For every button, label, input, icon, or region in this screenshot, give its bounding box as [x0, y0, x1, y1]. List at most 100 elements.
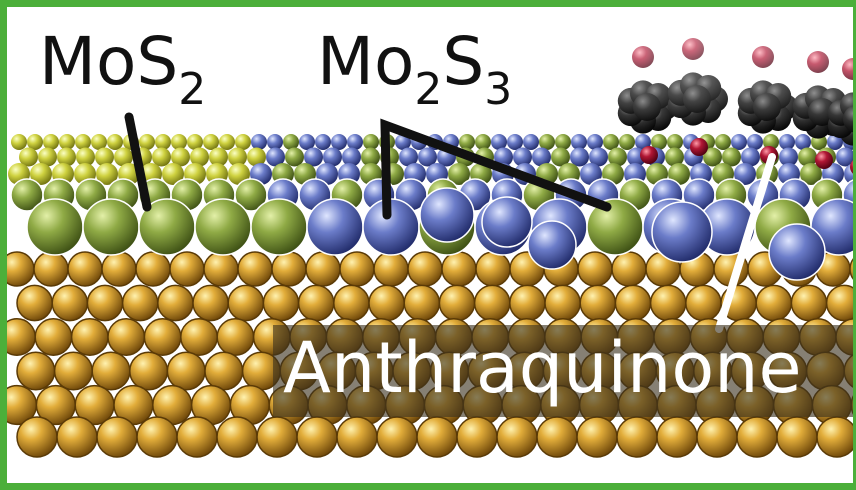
oxygen-atom: [850, 160, 853, 174]
surface-atom: [267, 134, 283, 150]
surface-atom: [107, 134, 123, 150]
surface-atom: [570, 147, 589, 167]
gold-atom: [373, 251, 409, 287]
mos2-label: MoS2: [39, 23, 207, 115]
anthraquinone-leader-line: [715, 153, 776, 333]
gold-atom: [56, 416, 98, 458]
gold-atom: [53, 351, 93, 391]
surface-atom: [76, 147, 95, 167]
surface-atom: [306, 198, 364, 256]
gold-atom: [403, 284, 441, 322]
gold-atom: [579, 284, 617, 322]
gold-atom: [576, 416, 618, 458]
surface-atom: [323, 147, 342, 167]
surface-atom: [608, 147, 627, 167]
surface-atom: [747, 134, 763, 150]
surface-atom: [96, 163, 118, 185]
surface-atom: [361, 147, 380, 167]
gold-atom: [67, 251, 103, 287]
surface-atom: [741, 147, 760, 167]
surface-atom: [342, 147, 361, 167]
mo-atom: [527, 220, 577, 270]
surface-atom: [11, 134, 27, 150]
surface-atom: [26, 198, 84, 256]
surface-atom: [731, 134, 747, 150]
gold-atom: [101, 251, 137, 287]
surface-atom: [38, 147, 57, 167]
surface-atom: [800, 163, 822, 185]
surface-atom: [190, 147, 209, 167]
surface-atom: [27, 134, 43, 150]
surface-atom: [651, 134, 667, 150]
surface-atom: [795, 134, 811, 150]
gold-atom: [616, 416, 658, 458]
surface-atom: [251, 134, 267, 150]
gold-atom: [157, 284, 194, 322]
gold-atom: [169, 251, 205, 287]
surface-atom: [494, 147, 513, 167]
surface-front-rows: [10, 178, 853, 281]
surface-atom: [619, 134, 635, 150]
surface-atom: [219, 134, 235, 150]
surface-atom: [266, 147, 285, 167]
surface-atom: [162, 163, 184, 185]
surface-atom: [91, 134, 107, 150]
gold-atom: [696, 416, 738, 458]
surface-atom: [171, 147, 190, 167]
surface-atom: [285, 147, 304, 167]
surface-atom: [836, 147, 853, 167]
surface-atom: [30, 163, 52, 185]
gold-atom: [227, 284, 265, 322]
gold-atom: [192, 284, 229, 322]
gold-atom: [536, 416, 578, 458]
gold-atom: [736, 416, 778, 458]
surface-atom: [228, 163, 250, 185]
surface-atom: [551, 147, 570, 167]
gold-atom: [296, 416, 338, 458]
oxygen-atom: [690, 138, 708, 156]
surface-atom: [304, 147, 323, 167]
gold-atom: [136, 416, 178, 458]
surface-atom: [19, 147, 38, 167]
gold-atom: [297, 284, 335, 322]
mo-atom: [768, 223, 826, 281]
gold-atom: [16, 416, 58, 458]
surface-atom: [247, 147, 266, 167]
background-haze: [7, 7, 853, 127]
surface-atom: [235, 134, 251, 150]
gold-atom: [51, 284, 89, 322]
surface-atom: [399, 147, 418, 167]
gold-atom: [473, 284, 511, 322]
gold-atom: [305, 251, 341, 287]
gold-atom: [216, 416, 258, 458]
gold-atom: [441, 251, 477, 287]
gold-atom: [755, 284, 793, 322]
surface-atom: [187, 134, 203, 150]
surface-atom: [59, 134, 75, 150]
gold-atom: [544, 284, 581, 322]
gold-atom: [649, 284, 687, 322]
gold-atom: [7, 251, 35, 287]
surface-atom: [571, 134, 587, 150]
surface-atom: [139, 134, 155, 150]
gold-atom: [614, 284, 652, 322]
gold-atom: [91, 351, 131, 391]
gold-atom: [16, 284, 53, 322]
surface-atom: [95, 147, 114, 167]
surface-atom: [459, 134, 475, 150]
surface-atom: [155, 134, 171, 150]
gold-atom: [129, 351, 169, 391]
mo-atom: [419, 187, 475, 243]
oxygen-atom: [640, 146, 658, 164]
surface-atom: [418, 147, 437, 167]
gold-atom: [86, 284, 124, 322]
surface-atom: [763, 134, 779, 150]
surface-atom: [580, 163, 602, 185]
gold-atom: [438, 284, 476, 322]
surface-atom: [798, 147, 817, 167]
gold-atom: [16, 351, 56, 391]
gold-atom: [611, 251, 647, 287]
surface-atom: [507, 134, 523, 150]
anthraquinone-label: Anthraquinone: [283, 327, 802, 409]
